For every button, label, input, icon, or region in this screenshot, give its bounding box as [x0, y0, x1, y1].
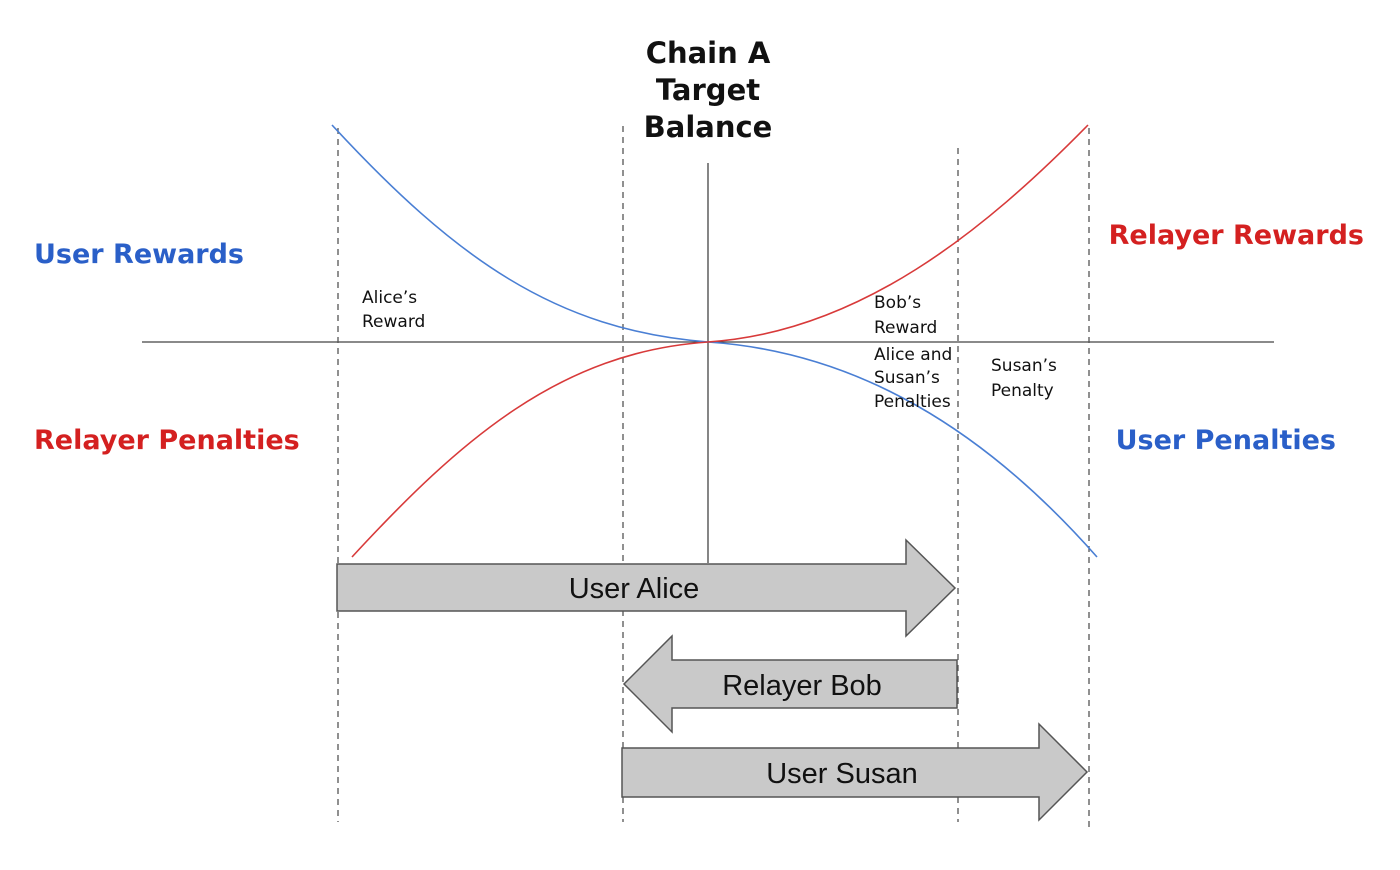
bob-reward-note-line-1: Bob’s	[874, 293, 921, 313]
user-susan-arrow-label: User Susan	[766, 758, 918, 790]
relayer-bob-arrow: Relayer Bob	[622, 634, 958, 734]
alice-susan-penalties-note-line-2: Susan’s	[874, 368, 940, 388]
alice-reward-note-line-2: Reward	[362, 312, 425, 332]
user-alice-arrow-label: User Alice	[569, 573, 700, 605]
user-susan-arrow: User Susan	[621, 722, 1089, 822]
susan-penalty-note-line-2: Penalty	[991, 381, 1054, 401]
relayer-bob-arrow-label: Relayer Bob	[722, 670, 882, 702]
user-rewards-label: User Rewards	[34, 239, 244, 270]
diagram-title-line-3: Balance	[644, 110, 773, 144]
susan-penalty-note-line-1: Susan’s	[991, 356, 1057, 376]
user-penalties-label: User Penalties	[1116, 425, 1336, 456]
alice-susan-penalties-note-line-3: Penalties	[874, 392, 951, 412]
relayer-penalties-label: Relayer Penalties	[34, 425, 300, 456]
alice-reward-note-line-1: Alice’s	[362, 288, 417, 308]
bob-reward-note-line-2: Reward	[874, 318, 937, 338]
diagram-title-line-2: Target	[656, 73, 760, 107]
diagram-title-line-1: Chain A	[646, 36, 771, 70]
relayer-incentive-curve	[351, 124, 1089, 558]
relayer-rewards-label: Relayer Rewards	[1109, 220, 1364, 251]
alice-susan-penalties-note-line-1: Alice and	[874, 345, 952, 365]
user-alice-arrow: User Alice	[336, 538, 957, 638]
